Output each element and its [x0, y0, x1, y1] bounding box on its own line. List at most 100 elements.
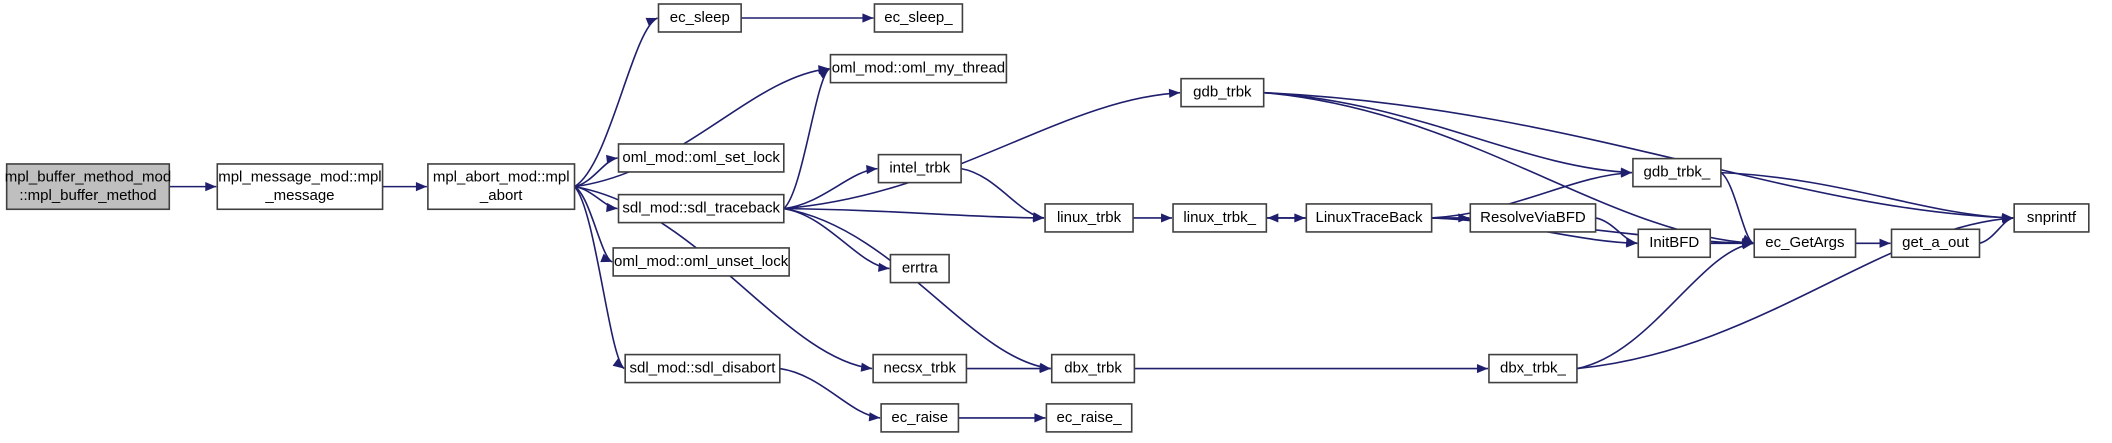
graph-node-ec_raise_[interactable]: ec_raise_ — [1045, 403, 1133, 433]
node-box[interactable] — [872, 353, 968, 384]
node-box[interactable] — [1045, 403, 1133, 433]
node-label: mpl_message_mod::mpl — [218, 168, 381, 185]
call-edge-gdb_trbk_2-to-ec_GetArgs — [1720, 171, 1754, 245]
node-label: dbx_trbk_ — [1500, 360, 1567, 377]
graph-node-ResolveViaBFD[interactable]: ResolveViaBFD — [1469, 203, 1597, 233]
edge-arrowhead — [645, 17, 658, 27]
node-box[interactable] — [612, 247, 790, 277]
node-box[interactable] — [1305, 203, 1433, 233]
node-label: sdl_mod::sdl_disabort — [630, 360, 777, 377]
call-edge-mpl_abort-to-ec_sleep — [574, 17, 658, 188]
edge-arrowhead — [612, 358, 625, 369]
graph-node-linux_trbk[interactable]: linux_trbk — [1044, 203, 1134, 233]
graph-node-get_a_out[interactable]: get_a_out — [1890, 228, 1981, 259]
graph-node-gdb_trbk_2[interactable]: gdb_trbk_ — [1632, 157, 1722, 188]
node-box[interactable] — [1753, 228, 1857, 259]
call-edge-gdb_trbk-to-snprintf — [1263, 91, 2014, 219]
graph-node-intel_trbk[interactable]: intel_trbk — [877, 153, 962, 184]
node-box[interactable] — [427, 163, 576, 211]
graph-node-sdl_traceback[interactable]: sdl_mod::sdl_traceback — [617, 193, 785, 224]
graph-node-mpl_buffer_method[interactable]: mpl_buffer_method_mod::mpl_buffer_method — [5, 163, 172, 211]
edge-arrowhead — [415, 182, 427, 192]
node-label: LinuxTraceBack — [1315, 209, 1422, 226]
edge-arrowhead — [1625, 237, 1638, 247]
call-edge-LinuxTraceBack-to-gdb_trbk_2 — [1431, 171, 1632, 219]
node-box[interactable] — [617, 193, 785, 224]
node-box[interactable] — [829, 53, 1008, 84]
graph-node-snprintf[interactable]: snprintf — [2013, 203, 2090, 233]
edge-arrowhead — [860, 362, 873, 372]
graph-node-ec_raise[interactable]: ec_raise — [880, 403, 960, 433]
edge-layer — [169, 13, 2014, 423]
node-box[interactable] — [1050, 353, 1136, 384]
node-box[interactable] — [1488, 353, 1578, 384]
graph-node-errtra[interactable]: errtra — [889, 253, 950, 284]
graph-node-ec_GetArgs[interactable]: ec_GetArgs — [1753, 228, 1857, 259]
edge-arrowhead — [868, 412, 881, 422]
call-edge-dbx_trbk_-to-snprintf — [1576, 217, 2014, 370]
node-box[interactable] — [2013, 203, 2090, 233]
node-box[interactable] — [889, 253, 950, 284]
call-edge-sdl_traceback-to-linux_trbk — [783, 207, 1045, 219]
node-box[interactable] — [216, 163, 384, 211]
node-label: linux_trbk — [1057, 209, 1122, 226]
node-box[interactable] — [1637, 228, 1712, 259]
graph-node-oml_unset_lock[interactable]: oml_mod::oml_unset_lock — [612, 247, 790, 277]
node-label: oml_mod::oml_my_thread — [832, 60, 1005, 77]
node-box[interactable] — [1180, 77, 1265, 108]
node-label: InitBFD — [1649, 234, 1699, 251]
call-edge-sdl_disabort-to-ec_raise — [779, 367, 881, 419]
graph-node-LinuxTraceBack[interactable]: LinuxTraceBack — [1305, 203, 1433, 233]
edge-arrowhead — [866, 164, 878, 175]
node-box[interactable] — [1890, 228, 1981, 259]
graph-node-sdl_disabort[interactable]: sdl_mod::sdl_disabort — [624, 353, 781, 384]
node-label: ec_raise — [891, 409, 948, 426]
node-label: gdb_trbk — [1193, 84, 1252, 101]
edge-arrowhead — [1620, 167, 1632, 177]
node-box[interactable] — [1172, 203, 1268, 233]
graph-node-oml_set_lock[interactable]: oml_mod::oml_set_lock — [617, 143, 785, 173]
node-label: ::mpl_buffer_method — [19, 187, 156, 204]
node-box[interactable] — [1044, 203, 1134, 233]
node-box[interactable] — [617, 143, 785, 173]
call-edge-sdl_traceback-to-errtra — [783, 207, 890, 270]
call-edge-mpl_abort-to-oml_my_thread — [574, 67, 830, 188]
node-box[interactable] — [1632, 157, 1722, 188]
node-box[interactable] — [1469, 203, 1597, 233]
node-label: linux_trbk_ — [1183, 209, 1256, 226]
node-label: oml_mod::oml_set_lock — [622, 149, 780, 166]
graph-node-ec_sleep[interactable]: ec_sleep — [657, 3, 742, 33]
graph-node-gdb_trbk[interactable]: gdb_trbk — [1180, 77, 1265, 108]
node-box[interactable] — [624, 353, 781, 384]
graph-node-mpl_message[interactable]: mpl_message_mod::mpl_message — [216, 163, 384, 211]
node-label: oml_mod::oml_unset_lock — [614, 253, 789, 270]
node-box[interactable] — [873, 3, 964, 33]
edge-arrowhead — [1476, 363, 1488, 374]
graph-node-mpl_abort[interactable]: mpl_abort_mod::mpl_abort — [427, 163, 576, 211]
node-label: gdb_trbk_ — [1644, 164, 1711, 181]
node-label: ec_sleep_ — [884, 9, 953, 26]
graph-node-necsx_trbk[interactable]: necsx_trbk — [872, 353, 968, 384]
graph-node-oml_my_thread[interactable]: oml_mod::oml_my_thread — [829, 53, 1008, 84]
edge-arrowhead — [817, 68, 830, 79]
node-box[interactable] — [657, 3, 742, 33]
graph-node-dbx_trbk_[interactable]: dbx_trbk_ — [1488, 353, 1578, 384]
node-layer: mpl_buffer_method_mod::mpl_buffer_method… — [5, 3, 2090, 433]
node-box[interactable] — [5, 163, 171, 211]
node-box[interactable] — [877, 153, 962, 184]
call-edge-sdl_traceback-to-dbx_trbk — [783, 207, 1051, 370]
graph-node-dbx_trbk[interactable]: dbx_trbk — [1050, 353, 1136, 384]
node-label: mpl_abort_mod::mpl — [433, 168, 570, 185]
node-label: ec_GetArgs — [1765, 234, 1844, 251]
graph-node-ec_sleep_[interactable]: ec_sleep_ — [873, 3, 964, 33]
node-label: snprintf — [2027, 209, 2077, 226]
graph-node-linux_trbk_[interactable]: linux_trbk_ — [1172, 203, 1268, 233]
node-box[interactable] — [880, 403, 960, 433]
graph-node-InitBFD[interactable]: InitBFD — [1637, 228, 1712, 259]
edge-arrowhead — [600, 253, 613, 263]
call-edge-sdl_traceback-to-oml_my_thread — [783, 67, 831, 210]
call-edge-gdb_trbk-to-gdb_trbk_2 — [1263, 91, 1632, 174]
edge-arrowhead — [1879, 238, 1891, 248]
edge-arrowhead — [1267, 213, 1279, 223]
